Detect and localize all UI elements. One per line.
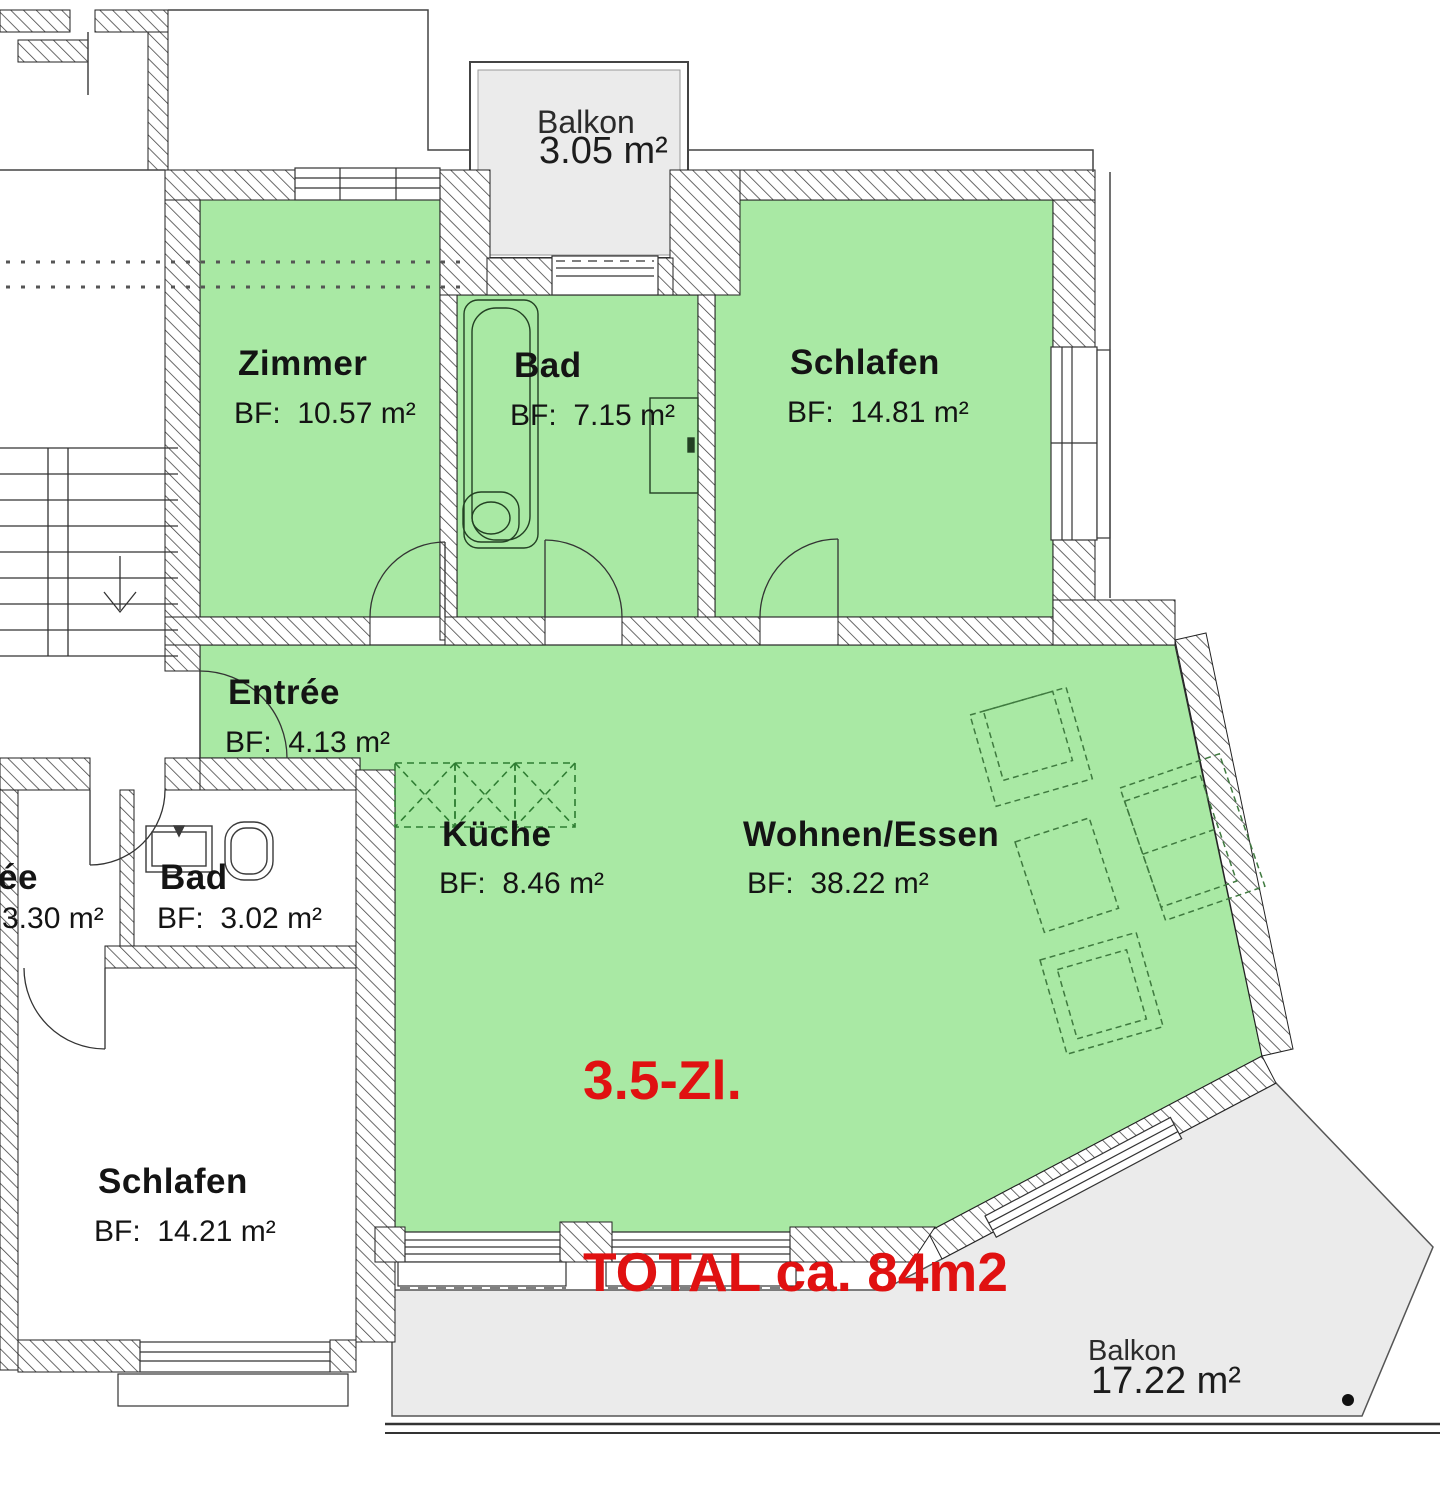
room-label-bad: Bad: [514, 346, 582, 385]
window-neighbor-schlafen: [117, 1341, 349, 1407]
fixtures: [462, 299, 699, 549]
room-label-schlafen: Schlafen: [790, 343, 940, 382]
room-area-schlafen: BF: 14.81 m²: [787, 396, 969, 429]
room-label-wohnen: Wohnen/Essen: [743, 815, 1000, 854]
window-zimmer-top: [294, 167, 441, 201]
corridor-dotted-lines: [6, 260, 462, 289]
neighbor-schlafen-label: Schlafen: [98, 1162, 248, 1201]
room-area-kueche: BF: 8.46 m²: [439, 867, 605, 900]
door-bad: [544, 539, 623, 618]
washbasin-icon: [145, 825, 213, 873]
door-neighbor-schlafen: [23, 967, 106, 1050]
door-zimmer: [369, 541, 446, 618]
window-living-2: [605, 1239, 797, 1289]
window-schlafen-right: [1050, 346, 1111, 541]
shower-cabinet-icon: [649, 397, 699, 494]
window-living-1: [397, 1239, 567, 1289]
room-area-wohnen: BF: 38.22 m²: [747, 867, 929, 900]
coffee-table-icon: [1014, 816, 1120, 934]
balcony-top: [469, 61, 689, 259]
balcony-top-area: 3.05 m²: [539, 130, 668, 172]
armchair-icon: [969, 686, 1094, 808]
neighbor-entree-area: 3.30 m²: [2, 902, 104, 935]
door-schlafen: [759, 538, 839, 618]
neighbor-fixtures: [145, 821, 274, 881]
room-zimmer: [199, 197, 441, 618]
toilet-icon: [224, 821, 274, 881]
balcony-top-label: Balkon: [537, 104, 635, 140]
walls: [0, 9, 1294, 1373]
balcony-bottom-label: Balkon: [1088, 1335, 1177, 1367]
bathtub-icon: [463, 299, 539, 549]
neighbor-entree-label: ée: [0, 858, 38, 897]
window-balcony-door: [551, 255, 659, 296]
kitchen-counter-icon: [394, 762, 576, 828]
window-living-slanted: [984, 1116, 1183, 1239]
windows: [117, 167, 1183, 1407]
room-area-bad: BF: 7.15 m²: [510, 399, 676, 432]
toilet-icon: [462, 491, 520, 543]
highlighted-rooms: [199, 197, 1263, 1233]
survey-dot: [1342, 1394, 1354, 1406]
total-area-label: 3.5-Zl. TOTAL ca. 84m2: [583, 920, 1008, 1368]
total-line-1: 3.5-Zl.: [583, 1049, 742, 1111]
stairs-direction-arrow: [103, 556, 137, 614]
door-apartment-entry: [199, 670, 288, 759]
balcony-bottom-area: 17.22 m²: [1091, 1360, 1241, 1402]
room-label-entree: Entrée: [228, 673, 340, 712]
room-label-zimmer: Zimmer: [238, 344, 368, 383]
door-neighbor-entry: [89, 789, 166, 866]
outer-boundary-lines: [0, 9, 1111, 598]
neighbor-bad-area: BF: 3.02 m²: [157, 902, 323, 935]
room-area-entree: BF: 4.13 m²: [225, 726, 391, 759]
neighbor-bad-label: Bad: [160, 858, 228, 897]
balcony-bottom: [385, 1082, 1440, 1434]
total-line-2: TOTAL ca. 84m2: [583, 1241, 1008, 1303]
room-schlafen: [714, 199, 1054, 618]
room-bad: [456, 294, 699, 618]
room-area-zimmer: BF: 10.57 m²: [234, 397, 416, 430]
doors: [23, 538, 839, 1050]
neighbor-schlafen-area: BF: 14.21 m²: [94, 1215, 276, 1248]
room-label-kueche: Küche: [442, 815, 552, 854]
stairs: [0, 447, 178, 657]
